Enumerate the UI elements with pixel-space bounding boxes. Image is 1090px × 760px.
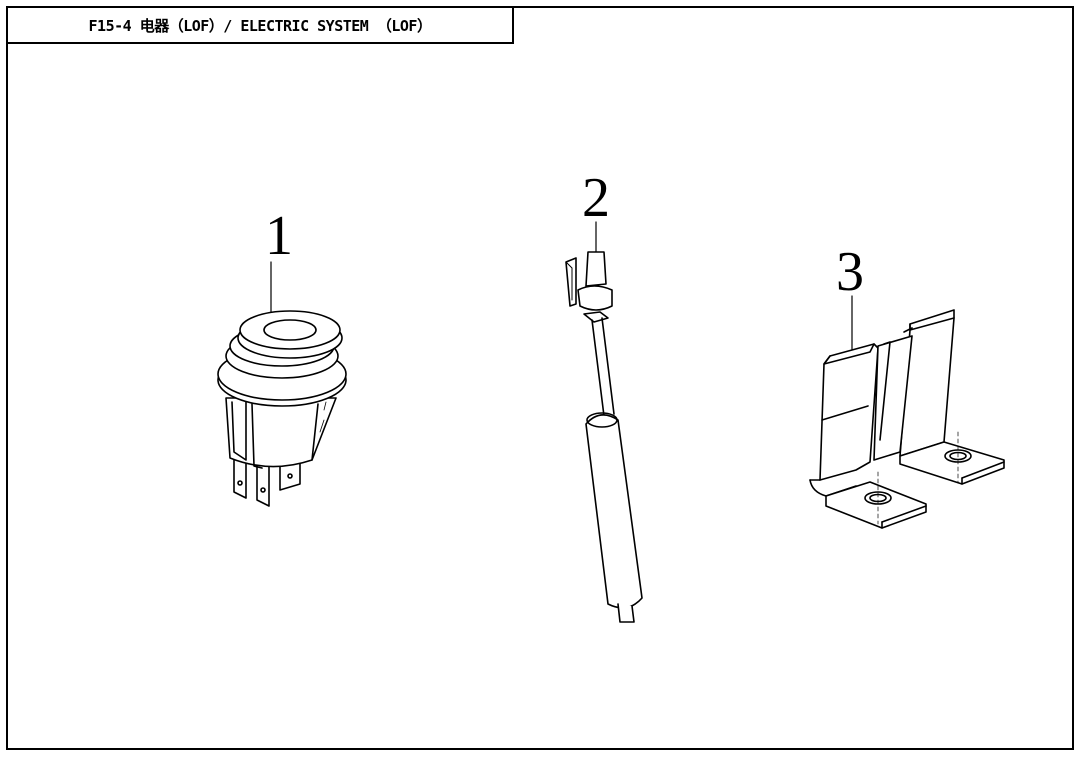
drawing-frame — [6, 6, 1074, 750]
part-3-bracket — [809, 295, 1005, 529]
callout-3: 3 — [836, 241, 864, 303]
part-2-sensor — [565, 221, 643, 623]
callout-1: 1 — [265, 205, 293, 267]
diagram-title: F15-4 电器（LOF）/ ELECTRIC SYSTEM （LOF） — [6, 6, 514, 44]
part-1-switch — [217, 261, 347, 507]
callout-2: 2 — [582, 167, 610, 229]
